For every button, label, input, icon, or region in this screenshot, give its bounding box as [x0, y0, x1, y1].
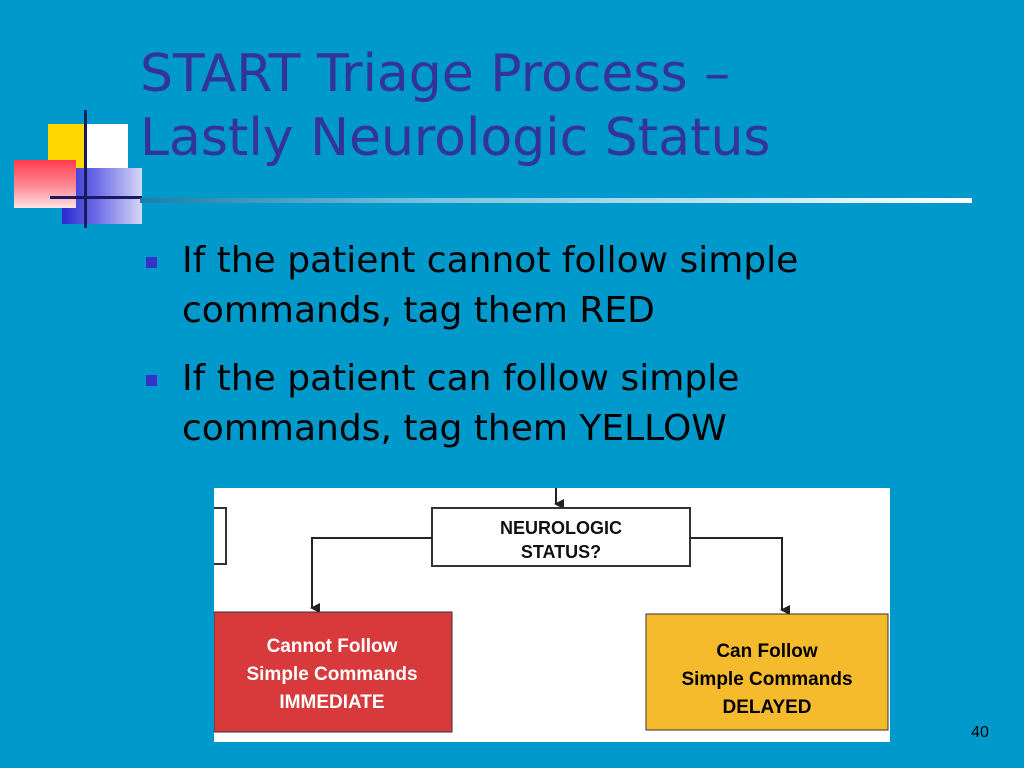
- white-square: [84, 124, 128, 176]
- previous-step-box: [214, 507, 227, 565]
- left-outcome-line-3: IMMEDIATE: [279, 692, 384, 713]
- delayed-outcome-box: [645, 613, 889, 731]
- bullet-square-icon: [146, 257, 157, 268]
- connector-right: [690, 537, 790, 615]
- bullet-line-1: If the patient cannot follow simple: [182, 240, 799, 281]
- neurologic-status-flowchart: NEUROLOGIC STATUS? Cannot Follow Simple …: [214, 488, 890, 742]
- decision-line-2: STATUS?: [521, 542, 601, 562]
- red-gradient-square: [14, 160, 76, 208]
- bullet-line-1: If the patient can follow simple: [182, 358, 740, 399]
- slide-title: START Triage Process – Lastly Neurologic…: [140, 42, 1000, 170]
- immediate-outcome-box: [214, 611, 453, 733]
- title-underline: [140, 198, 972, 203]
- bullet-item: If the patient can follow simple command…: [146, 354, 946, 454]
- connector-left: [310, 537, 432, 613]
- title-line-2: Lastly Neurologic Status: [140, 108, 771, 168]
- left-outcome-line-2: Simple Commands: [246, 664, 417, 685]
- bullet-line-2: commands, tag them RED: [182, 290, 655, 331]
- decorative-vertical-line: [84, 110, 87, 228]
- page-number: 40: [971, 724, 989, 741]
- bullet-item: If the patient cannot follow simple comm…: [146, 236, 946, 336]
- right-outcome-line-1: Can Follow: [716, 641, 818, 662]
- right-outcome-line-2: Simple Commands: [681, 669, 852, 690]
- decision-line-1: NEUROLOGIC: [500, 518, 622, 538]
- bullet-square-icon: [146, 375, 157, 386]
- decorative-squares-graphic: [0, 0, 160, 240]
- left-outcome-line-1: Cannot Follow: [267, 636, 398, 657]
- right-outcome-line-3: DELAYED: [722, 697, 811, 718]
- flowchart-svg: NEUROLOGIC STATUS? Cannot Follow Simple …: [214, 488, 889, 733]
- bullet-line-2: commands, tag them YELLOW: [182, 408, 727, 449]
- decorative-horizontal-line: [50, 196, 142, 199]
- bullet-list: If the patient cannot follow simple comm…: [146, 236, 946, 472]
- title-line-1: START Triage Process –: [140, 44, 731, 104]
